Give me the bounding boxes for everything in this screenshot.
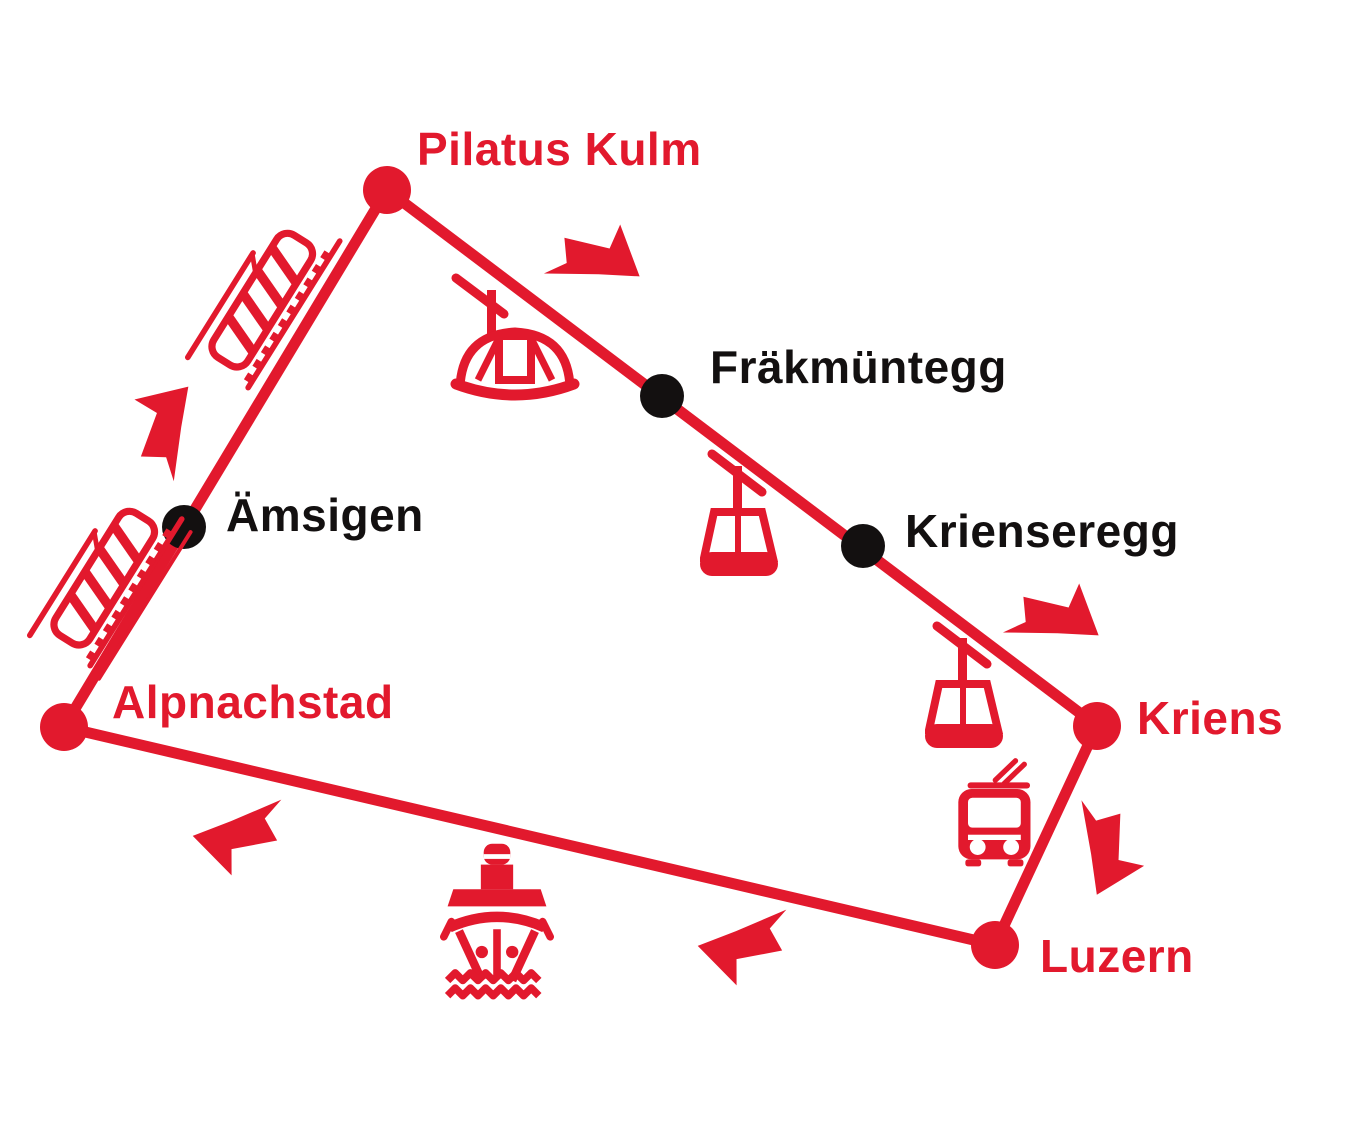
station-label-aemsigen: Ämsigen: [226, 489, 424, 541]
gondola-icon: [925, 621, 1004, 748]
station-dot-luzern: [971, 921, 1019, 969]
boat-icon: [440, 843, 554, 1000]
station-dot-pilatus-kulm: [363, 166, 411, 214]
station-label-alpnachstad: Alpnachstad: [112, 676, 394, 728]
direction-arrow-left: [186, 782, 288, 884]
station-dot-alpnachstad: [40, 703, 88, 751]
station-label-pilatus-kulm: Pilatus Kulm: [417, 123, 702, 175]
station-label-luzern: Luzern: [1040, 930, 1194, 982]
route-line-kriens-luzern: [990, 723, 1102, 948]
cogwheel-train-icon: [184, 229, 351, 403]
station-label-krienseregg: Krienseregg: [905, 505, 1179, 557]
direction-arrow-down-right: [997, 560, 1116, 679]
direction-arrow-up-right: [108, 366, 228, 486]
route-line-kulm-kriens: [383, 185, 1101, 731]
station-label-fraekmuentegg: Fräkmüntegg: [710, 341, 1007, 393]
station-dot-fraekmuentegg: [640, 374, 684, 418]
trolleybus-icon: [958, 758, 1031, 867]
direction-arrow-down-left: [1047, 794, 1161, 908]
station-dot-kriens: [1073, 702, 1121, 750]
station-dot-krienseregg: [841, 524, 885, 568]
aerial-cableway-icon: [450, 273, 580, 401]
direction-arrow-left: [691, 892, 793, 994]
gondola-icon: [700, 449, 779, 576]
direction-arrow-down-right: [538, 201, 657, 320]
route-line-luzern-alpnachstad: [62, 721, 997, 951]
cogwheel-train-icon: [26, 507, 193, 681]
station-label-kriens: Kriens: [1137, 692, 1284, 744]
